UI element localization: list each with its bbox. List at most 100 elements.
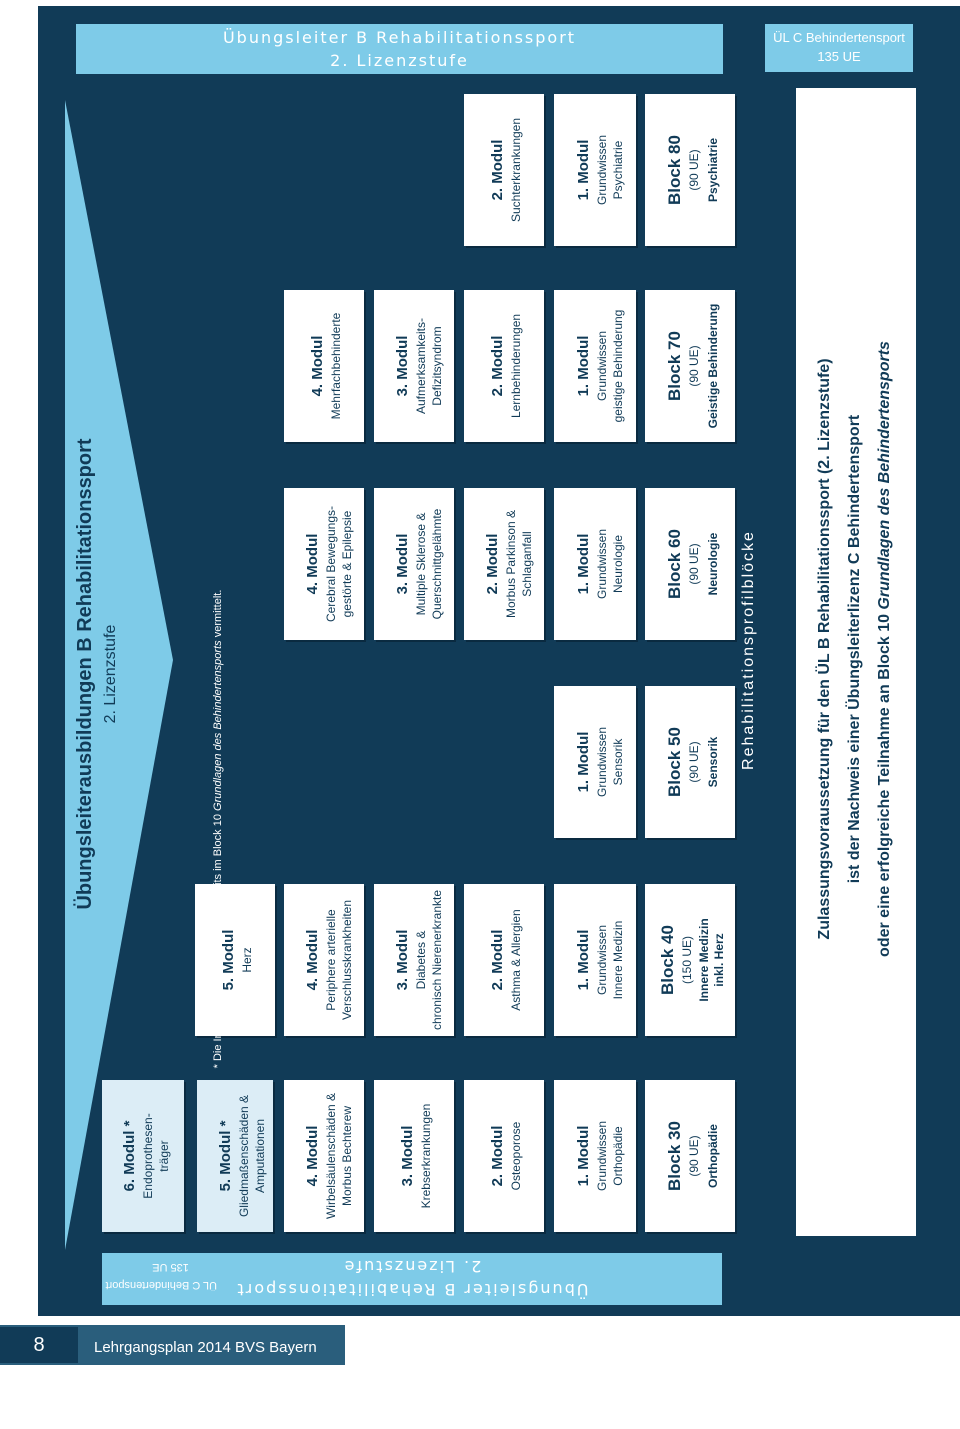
bottom-c-label-mirrored: ÜL C Behindertensport 135 UE (106, 1258, 218, 1294)
module-desc: Grundwissen (595, 134, 609, 206)
page-footer-label: Lehrgangsplan 2014 BVS Bayern (94, 1339, 317, 1356)
block-units: (90 UE) (687, 149, 701, 191)
block-title: Block 40 (658, 925, 677, 995)
module-card-psychiatrie-2: 2. Modul Suchterkrankungen (464, 94, 544, 246)
module-desc: Morbus Parkinson & (504, 509, 518, 619)
requirement-text: Zulassungsvoraussetzung für den ÜL B Reh… (810, 129, 902, 1169)
block-card-neurologie: Block 60 (90 UE) Neurologie (645, 488, 735, 640)
module-desc: Querschnittgelähmte (430, 508, 444, 620)
module-desc: Cerebral Bewegungs- (324, 505, 338, 623)
block-card-text: Block 50 (90 UE) Sensorik (664, 686, 720, 838)
footnote-italic: Grundlagen des Behindertensports (212, 640, 224, 811)
bottom-c-band (124, 1255, 217, 1303)
block-card-orthopaedie: Block 30 (90 UE) Orthopädie (645, 1080, 735, 1232)
block-title: Block 50 (665, 727, 684, 797)
module-card-geistig-3: 3. Modul Aufmerksamkeits- Defizitsyndrom (374, 290, 454, 442)
module-card-text: 2. Modul Morbus Parkinson & Schlaganfall (483, 488, 534, 640)
module-card-neurologie-1: 1. Modul Grundwissen Neurologie (554, 488, 636, 640)
module-card-text: 1. Modul Grundwissen Neurologie (574, 488, 625, 640)
block-field: inkl. Herz (712, 933, 726, 987)
module-desc: Mehrfachbehinderte (329, 312, 343, 420)
module-card-text: 4. Modul Periphere arterielle Verschluss… (303, 884, 354, 1036)
module-desc: Osteoporose (509, 1121, 523, 1191)
module-desc: chronisch Nierenerkrankte (430, 889, 444, 1031)
footnote: * Die Inhalte des Moduls werden bereits … (211, 229, 229, 1429)
block-units: (90 UE) (687, 1135, 701, 1177)
triangle-shape (65, 100, 173, 1250)
module-card-text: 3. Modul Multiple Sklerose & Querschnitt… (393, 488, 444, 640)
block-title: Block 30 (665, 1121, 684, 1191)
module-card-orthopaedie-3: 3. Modul Krebserkrankungen (374, 1080, 454, 1232)
block-units: (90 UE) (687, 345, 701, 387)
block-card-text: Block 70 (90 UE) Geistige Behinderung (664, 290, 720, 442)
module-card-geistig-2: 2. Modul Lernbehinderungen (464, 290, 544, 442)
module-desc: Aufmerksamkeits- (414, 317, 428, 415)
module-card-text: 6. Modul * Endoprothesen- träger (120, 1080, 171, 1232)
module-desc: Asthma & Allergien (509, 909, 523, 1011)
module-title: 4. Modul (304, 929, 321, 991)
block-field: Orthopädie (706, 1124, 720, 1189)
block-units: (90 UE) (687, 741, 701, 783)
top-title: Übungsleiter B Rehabilitationssport 2. L… (76, 26, 723, 72)
module-title: 2. Modul (489, 1125, 506, 1187)
module-title: 1. Modul (575, 1125, 592, 1187)
block-card-geistig: Block 70 (90 UE) Geistige Behinderung (645, 290, 735, 442)
module-card-text: 3. Modul Aufmerksamkeits- Defizitsyndrom (393, 290, 444, 442)
top-title-band (76, 24, 723, 74)
module-desc: Innere Medizin (611, 920, 625, 1000)
bottom-c-units: 135 UE (152, 1261, 189, 1273)
module-desc: Suchterkrankungen (509, 117, 523, 223)
module-card-text: 1. Modul Grundwissen Psychiatrie (574, 94, 625, 246)
block-field: Innere Medizin (697, 918, 711, 1002)
module-title: 1. Modul (575, 335, 592, 397)
block-card-innere: Block 40 (150 UE) Innere Medizin inkl. H… (645, 884, 735, 1036)
module-card-innere-1: 1. Modul Grundwissen Innere Medizin (554, 884, 636, 1036)
module-title: 4. Modul (309, 335, 326, 397)
top-c-band (765, 24, 913, 72)
module-desc: Diabetes & (414, 930, 428, 990)
module-desc: Krebserkrankungen (419, 1103, 433, 1209)
module-card-orthopaedie-5: 5. Modul * Gliedmaßenschäden & Amputatio… (197, 1080, 273, 1232)
top-c-units: 135 UE (817, 49, 861, 64)
requirement-line3-prefix: oder eine erfolgreiche Teilnahme an Bloc… (876, 609, 893, 957)
block-field: Neurologie (706, 532, 720, 596)
module-title: 3. Modul (394, 533, 411, 595)
module-desc: Gliedmaßenschäden & (237, 1094, 251, 1218)
block-card-text: Block 80 (90 UE) Psychiatrie (664, 94, 720, 246)
top-c-title: ÜL C Behindertensport (773, 30, 905, 45)
module-desc: geistige Behinderung (611, 309, 625, 423)
block-title: Block 70 (665, 331, 684, 401)
block-field: Sensorik (706, 736, 720, 788)
triangle-title: Übungsleiterausbildungen B Rehabilitatio… (71, 394, 129, 954)
block-card-text: Block 40 (150 UE) Innere Medizin inkl. H… (657, 884, 726, 1036)
module-desc: gestörte & Epilepsie (340, 510, 354, 618)
module-card-innere-2: 2. Modul Asthma & Allergien (464, 884, 544, 1036)
top-title-line1: Übungsleiter B Rehabilitationssport (222, 28, 577, 47)
module-card-orthopaedie-1: 1. Modul Grundwissen Orthopädie (554, 1080, 636, 1232)
module-desc: Verschlusskrankheiten (340, 899, 354, 1021)
module-card-text: 2. Modul Suchterkrankungen (488, 94, 523, 246)
module-card-innere-5: 5. Modul Herz (195, 884, 275, 1036)
module-desc: Grundwissen (595, 1120, 609, 1192)
requirement-line1: Zulassungsvoraussetzung für den ÜL B Reh… (816, 358, 833, 940)
module-card-text: 1. Modul Grundwissen Orthopädie (574, 1080, 625, 1232)
module-card-text: 3. Modul Diabetes & chronisch Nierenerkr… (393, 884, 444, 1036)
requirement-line3: oder eine erfolgreiche Teilnahme an Bloc… (870, 129, 900, 1169)
module-desc: Endoprothesen- (141, 1113, 155, 1199)
module-desc: Schlaganfall (520, 531, 534, 597)
module-title: 6. Modul * (121, 1120, 138, 1192)
module-title: 2. Modul (489, 929, 506, 991)
block-units: (90 UE) (687, 543, 701, 585)
module-card-text: 4. Modul Mehrfachbehinderte (308, 290, 343, 442)
module-desc: Lernbehinderungen (509, 313, 523, 419)
module-desc: Morbus Bechterew (340, 1105, 354, 1207)
module-card-geistig-1: 1. Modul Grundwissen geistige Behinderun… (554, 290, 636, 442)
module-card-neurologie-4: 4. Modul Cerebral Bewegungs- gestörte & … (284, 488, 364, 640)
module-card-text: 2. Modul Osteoporose (488, 1080, 523, 1232)
triangle-title-text: Übungsleiterausbildungen B Rehabilitatio… (74, 438, 96, 910)
module-card-orthopaedie-6: 6. Modul * Endoprothesen- träger (102, 1080, 184, 1232)
module-title: 2. Modul (489, 139, 506, 201)
module-desc: Amputationen (253, 1118, 267, 1194)
module-card-text: 3. Modul Krebserkrankungen (398, 1080, 433, 1232)
module-desc: Psychiatrie (611, 140, 625, 200)
